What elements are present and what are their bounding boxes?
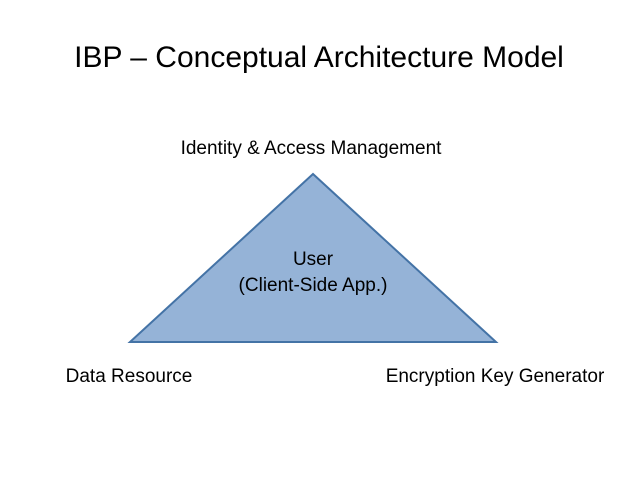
triangle-label-line1: User <box>292 249 334 270</box>
triangle-polygon <box>127 172 499 343</box>
triangle-shape <box>127 172 499 343</box>
label-identity-access-management: Identity & Access Management <box>180 138 442 159</box>
triangle-label-line2: (Client-Side App.) <box>238 275 388 296</box>
label-encryption-key-generator: Encryption Key Generator <box>385 366 605 387</box>
label-data-resource: Data Resource <box>65 366 193 387</box>
slide-title: IBP – Conceptual Architecture Model <box>74 41 564 74</box>
triangle-label: User (Client-Side App.) <box>163 247 463 299</box>
